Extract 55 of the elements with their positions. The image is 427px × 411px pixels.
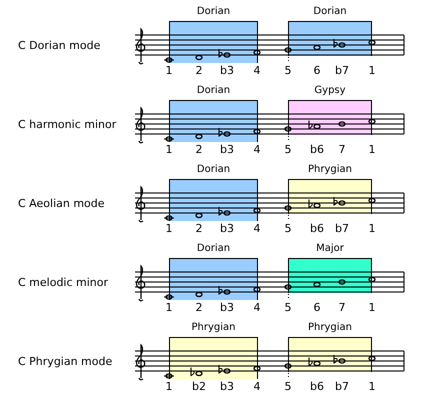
- scale-degree: 4: [254, 301, 260, 314]
- tetrachord-label: Dorian: [196, 164, 232, 175]
- scale-degree: 2: [196, 222, 202, 235]
- scale-degree: 1: [368, 222, 376, 235]
- scale-degree: b3: [220, 301, 234, 314]
- scale-degree: b3: [220, 222, 234, 235]
- scale-degree: 1: [166, 64, 172, 77]
- tetrachord-label: Phrygian: [190, 322, 236, 333]
- scale-degree: b7: [335, 64, 349, 77]
- scale-degree: b6: [310, 143, 324, 156]
- mode-name: C harmonic minor: [18, 118, 116, 131]
- scale-degree: b6: [310, 222, 324, 235]
- tetrachord-label: Phrygian: [307, 322, 353, 333]
- scale-degree: 4: [254, 222, 260, 235]
- scale-degree: b7: [335, 380, 349, 393]
- scale-degree: 5: [284, 301, 292, 314]
- scale-degree: 1: [368, 301, 376, 314]
- scale-degree: 2: [196, 64, 202, 77]
- scale-degree: 6: [314, 64, 320, 77]
- scale-degree: 4: [254, 143, 260, 156]
- scale-degree: b3: [220, 143, 234, 156]
- mode-name: C Phrygian mode: [18, 355, 112, 368]
- scale-degree: 1: [368, 380, 376, 393]
- mode-name: C Dorian mode: [18, 39, 100, 52]
- scale-degree: 1: [166, 222, 172, 235]
- scale-degree: 2: [196, 143, 202, 156]
- scale-degree: 1: [166, 301, 172, 314]
- tetrachord-label: Major: [315, 243, 345, 254]
- tetrachord-label: Gypsy: [313, 85, 347, 96]
- scale-degree: 1: [166, 143, 172, 156]
- scale-degree: 5: [284, 143, 292, 156]
- scale-degree: 5: [284, 222, 292, 235]
- tetrachord-label: Dorian: [312, 6, 348, 17]
- scale-degree: 1: [368, 143, 376, 156]
- scale-degree: 6: [314, 301, 320, 314]
- scale-degree: 2: [196, 301, 202, 314]
- scale-degree: 7: [338, 301, 346, 314]
- scale-degree: b7: [335, 222, 349, 235]
- tetrachord-label: Dorian: [196, 6, 232, 17]
- scale-degree: 5: [284, 64, 292, 77]
- scale-degree: 4: [254, 380, 260, 393]
- mode-name: C Aeolian mode: [18, 197, 105, 210]
- tetrachord-label: Dorian: [196, 85, 232, 96]
- scale-degree: b6: [310, 380, 324, 393]
- scale-degree: b3: [220, 64, 234, 77]
- scale-degree: 5: [284, 380, 292, 393]
- scale-degree: 7: [338, 143, 346, 156]
- scale-degree: b2: [192, 380, 206, 393]
- scale-degree: 1: [166, 380, 172, 393]
- tetrachord-label: Phrygian: [307, 164, 353, 175]
- tetrachord-label: Dorian: [196, 243, 232, 254]
- scale-degree: 4: [254, 64, 260, 77]
- mode-name: C melodic minor: [18, 276, 108, 289]
- scale-degree: b3: [220, 380, 234, 393]
- scale-degree: 1: [368, 64, 376, 77]
